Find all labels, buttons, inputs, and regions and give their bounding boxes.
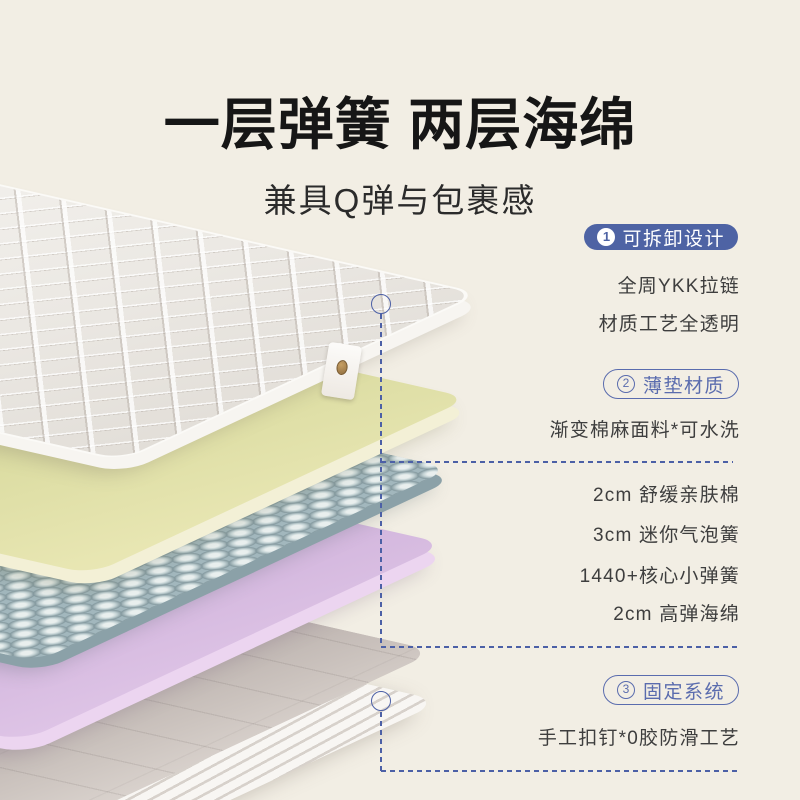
connector-vertical-bottom bbox=[380, 712, 382, 771]
badge-label: 薄垫材质 bbox=[642, 375, 725, 397]
feature-fixing: 手工扣钉*0胶防滑工艺 bbox=[537, 728, 740, 749]
badge-fixing-system: 3 固定系统 bbox=[602, 675, 739, 705]
badge-label: 固定系统 bbox=[642, 681, 725, 703]
tag-button-icon bbox=[335, 359, 349, 376]
feature-foam: 2cm 高弹海绵 bbox=[613, 604, 740, 625]
callout-ring-top bbox=[371, 294, 391, 314]
feature-mini-spring: 3cm 迷你气泡簧 bbox=[593, 525, 740, 546]
connector-horizontal-lower bbox=[381, 646, 739, 648]
feature-cotton: 2cm 舒缓亲肤棉 bbox=[593, 485, 740, 506]
badge-label: 可拆卸设计 bbox=[622, 228, 725, 250]
feature-zipper: 全周YKK拉链 bbox=[617, 276, 740, 297]
feature-transparent: 材质工艺全透明 bbox=[598, 314, 740, 335]
badge-number-icon: 3 bbox=[616, 681, 635, 699]
feature-fabric: 渐变棉麻面料*可水洗 bbox=[549, 420, 740, 441]
badge-pad-material: 2 薄垫材质 bbox=[602, 369, 739, 399]
connector-horizontal-mid bbox=[381, 461, 733, 463]
feature-core-spring: 1440+核心小弹簧 bbox=[579, 566, 740, 587]
badge-number-icon: 1 bbox=[597, 228, 616, 246]
connector-vertical-top bbox=[380, 314, 382, 647]
badge-number-icon: 2 bbox=[616, 375, 635, 393]
page-title: 一层弹簧 两层海绵 bbox=[163, 93, 637, 156]
connector-horizontal-bottom bbox=[381, 770, 739, 772]
badge-detachable-design: 1 可拆卸设计 bbox=[584, 224, 738, 250]
callout-ring-bottom bbox=[371, 691, 391, 711]
page-subtitle: 兼具Q弹与包裹感 bbox=[263, 182, 537, 219]
